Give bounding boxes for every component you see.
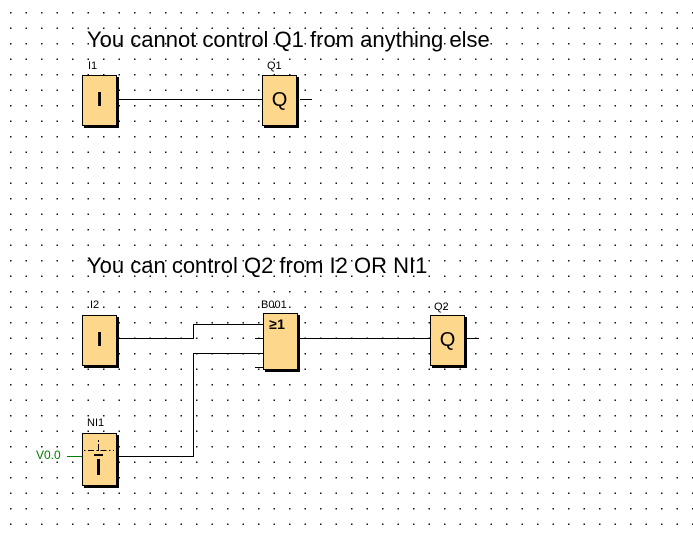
wire-i2-riser[interactable]	[193, 324, 194, 339]
input-i-bar	[97, 459, 100, 475]
comment-text-section2[interactable]: You can control Q2 from I2 OR NI1	[87, 253, 428, 278]
block-b001-or-gate[interactable]: ≥1	[263, 313, 298, 370]
wire-ni1-riser[interactable]	[193, 353, 194, 457]
block-i2[interactable]: I	[82, 315, 117, 366]
network-input-symbol	[83, 434, 116, 485]
block-ni1-network-input[interactable]	[82, 433, 117, 486]
network-address-label: V0.0	[36, 448, 61, 462]
wire-i2-to-b001-in1[interactable]	[193, 324, 263, 325]
block-q2[interactable]: Q	[430, 315, 465, 366]
q1-output-pin[interactable]	[300, 99, 312, 100]
wire-i2-out[interactable]	[119, 338, 193, 339]
b001-input-pin-2-stub[interactable]	[255, 338, 263, 339]
or-gate-symbol: ≥1	[269, 316, 286, 332]
output-block-symbol: Q	[271, 89, 288, 111]
wire-ni1-to-b001-in3[interactable]	[193, 353, 263, 354]
q2-output-pin[interactable]	[467, 338, 479, 339]
block-label-q1: Q1	[267, 60, 282, 72]
block-label-i2: I2	[90, 299, 100, 311]
input-block-symbol: I	[96, 89, 103, 111]
b001-input-pin-4-stub[interactable]	[255, 367, 263, 368]
wire-ni1-out[interactable]	[119, 456, 193, 457]
block-label-b001: B001	[261, 299, 287, 311]
block-label-ni1: NI1	[87, 417, 105, 429]
block-i1[interactable]: I	[82, 75, 117, 126]
comment-text-section1[interactable]: You cannot control Q1 from anything else	[87, 27, 490, 52]
block-label-q2: Q2	[434, 301, 449, 313]
output-block-symbol: Q	[439, 329, 456, 351]
block-label-i1: I1	[88, 60, 98, 72]
antenna-tick	[98, 444, 99, 451]
network-address-link-line	[67, 456, 82, 457]
block-q1[interactable]: Q	[262, 75, 297, 126]
ground-bar	[94, 454, 103, 456]
input-block-symbol: I	[96, 329, 103, 351]
wire-i1-to-q1[interactable]	[119, 99, 262, 100]
wire-b001-to-q2[interactable]	[300, 338, 430, 339]
network-line	[84, 450, 114, 451]
antenna-dot	[98, 440, 99, 442]
